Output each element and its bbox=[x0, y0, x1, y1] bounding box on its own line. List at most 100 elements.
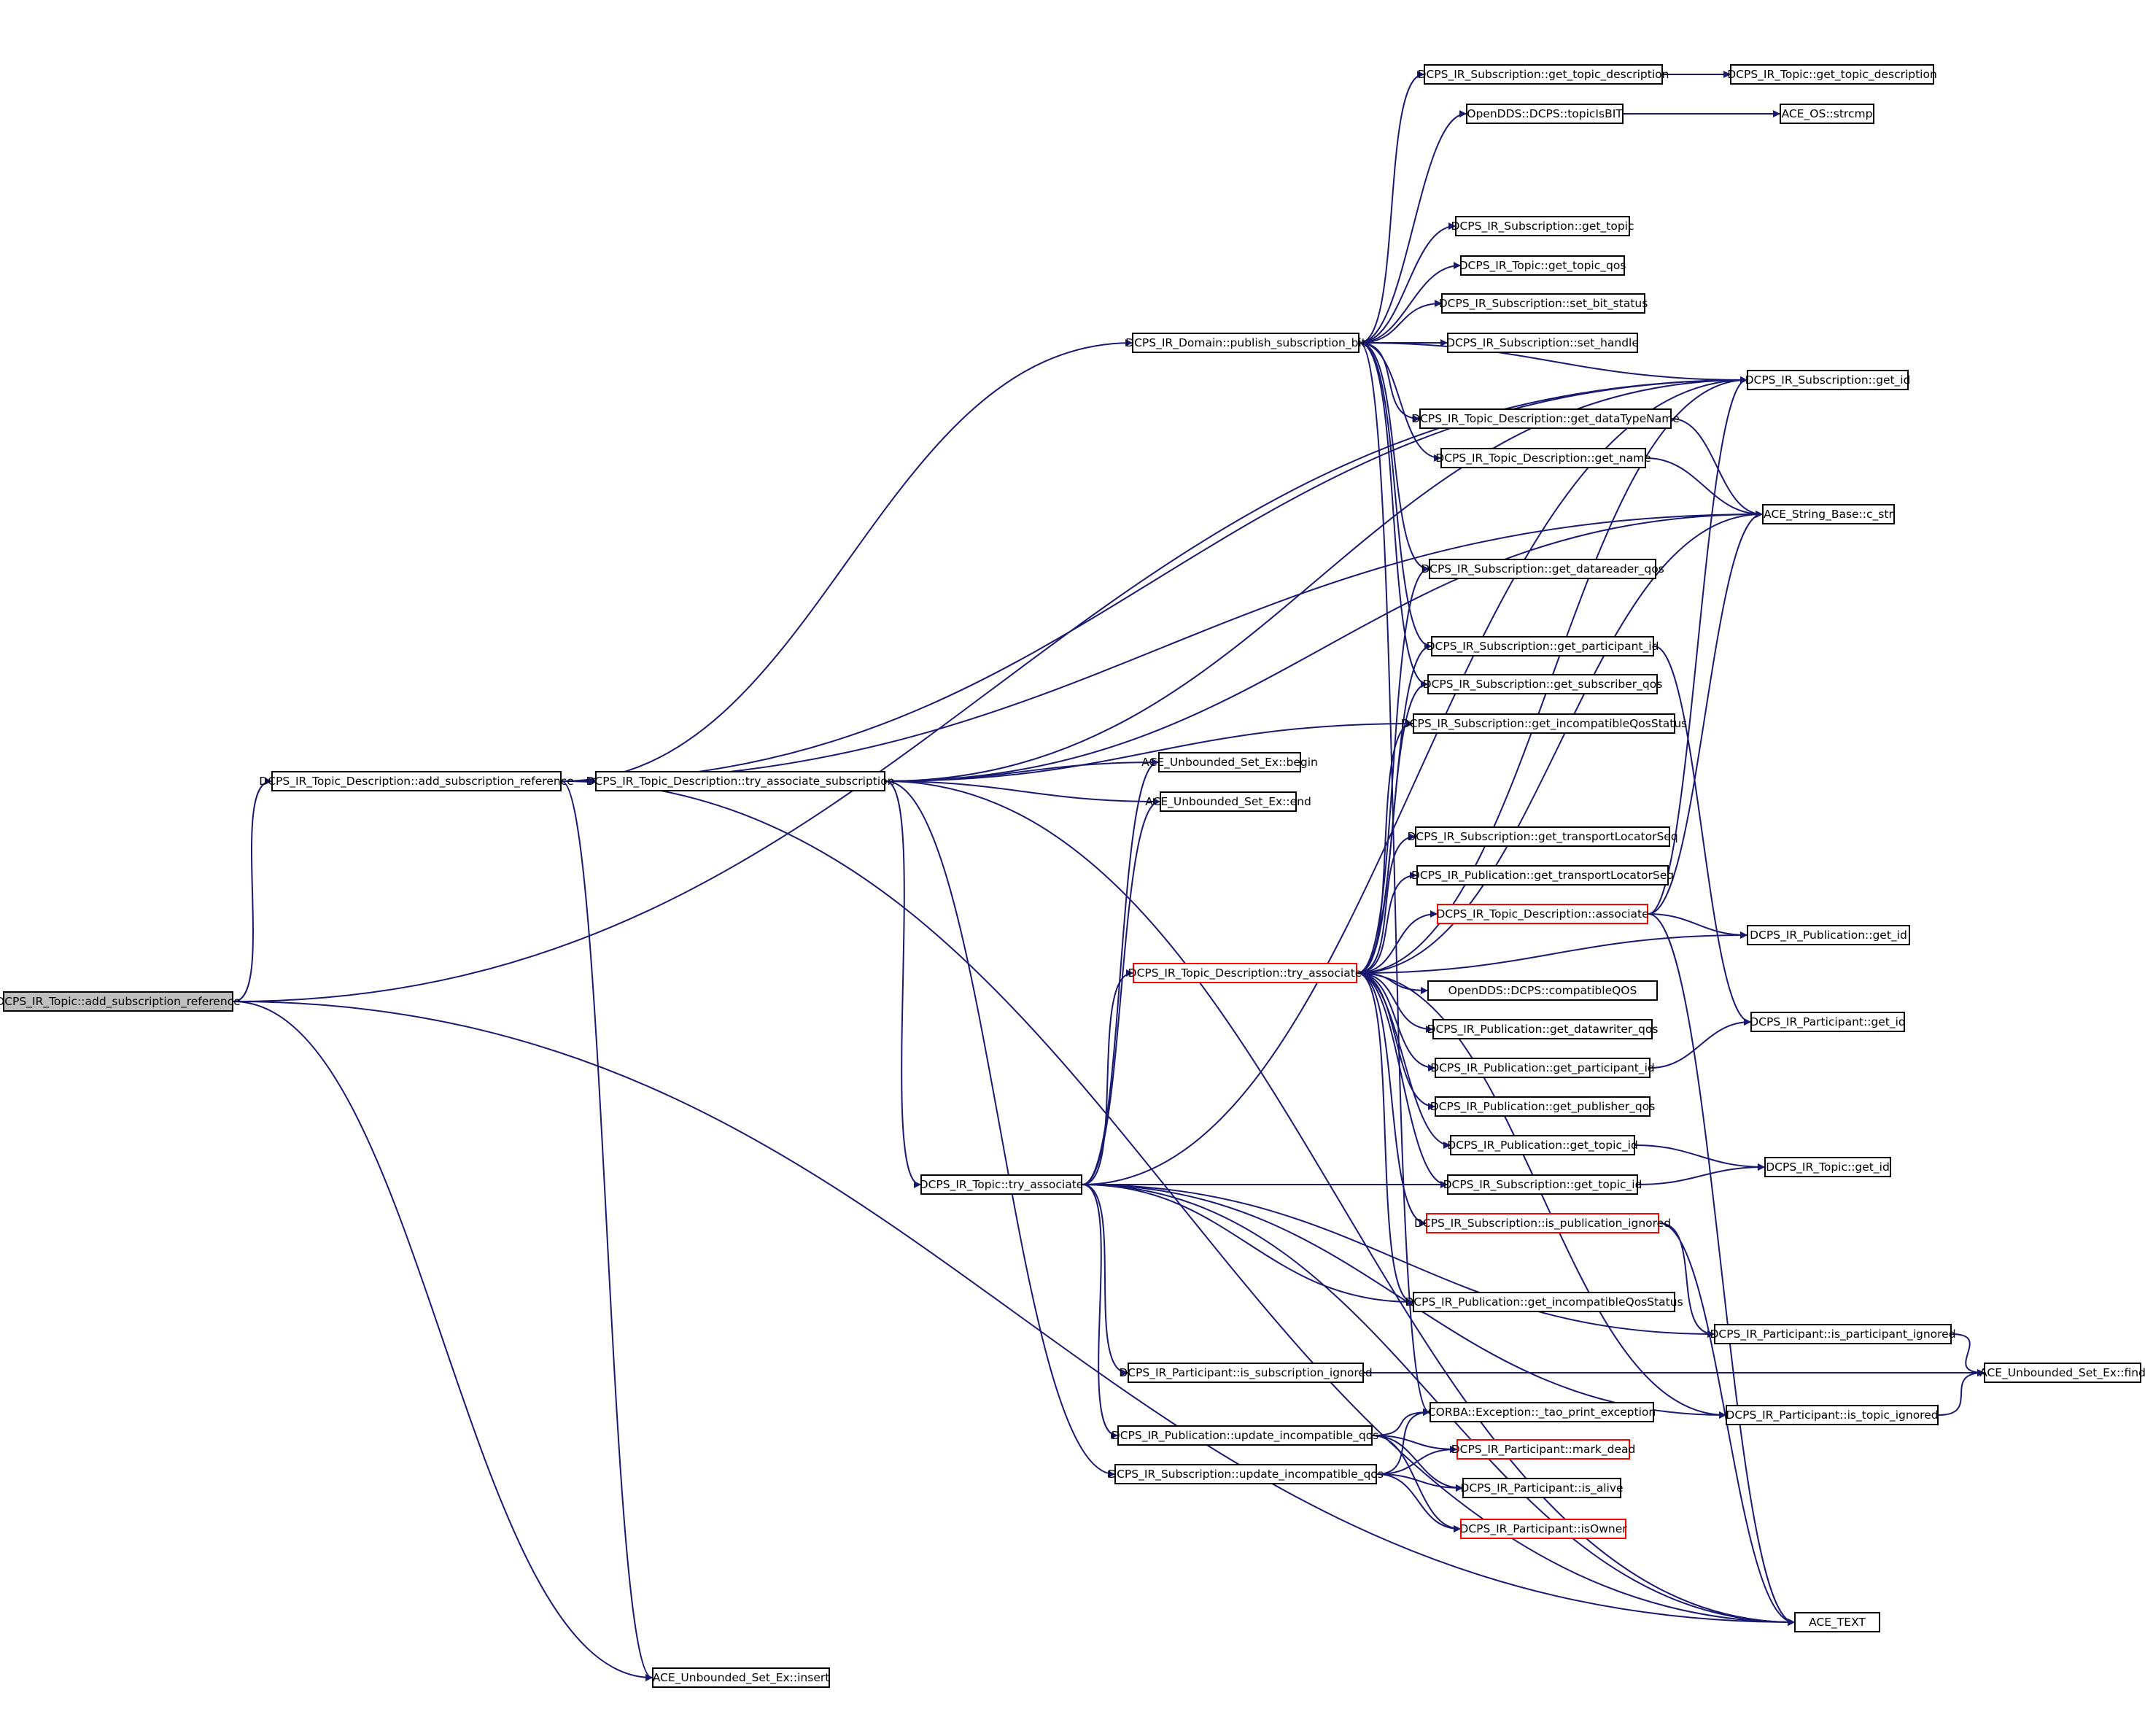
edge-n26-to-n24 bbox=[1357, 910, 1438, 974]
edge-n2-to-n12 bbox=[885, 376, 1748, 782]
node-publication-get-topic-id[interactable]: DCPS_IR_Publication::get_topic_id bbox=[1447, 1135, 1638, 1155]
node-topic-try-associate[interactable]: DCPS_IR_Topic::try_associate bbox=[920, 1174, 1083, 1195]
edge-n24-to-n25 bbox=[1648, 913, 1748, 939]
edge-n3-to-n4 bbox=[1359, 71, 1424, 344]
node-corba-tao-print-exception[interactable]: CORBA::Exception::_tao_print_exception bbox=[1428, 1402, 1656, 1422]
node-ace-string-base-c-str[interactable]: ACE_String_Base::c_str bbox=[1762, 504, 1895, 524]
edge-n3-to-n13 bbox=[1359, 342, 1420, 422]
edge-n3-to-n8 bbox=[1359, 222, 1456, 344]
node-subscription-get-participant-id[interactable]: DCPS_IR_Subscription::get_participant_id bbox=[1427, 636, 1659, 656]
node-subscription-get-datareader-qos[interactable]: DCPS_IR_Subscription::get_datareader_qos bbox=[1421, 559, 1664, 579]
node-publication-get-publisher-qos[interactable]: DCPS_IR_Publication::get_publisher_qos bbox=[1430, 1096, 1655, 1117]
edge-n34-to-n43 bbox=[1082, 1184, 1118, 1439]
edge-n3-to-n41 bbox=[1359, 342, 1430, 1416]
edge-root-to-n48 bbox=[233, 1001, 1795, 1626]
node-subscription-set-handle[interactable]: DCPS_IR_Subscription::set_handle bbox=[1446, 333, 1639, 353]
edge-n2-to-n34 bbox=[885, 780, 921, 1188]
edge-n26-to-n32 bbox=[1357, 972, 1451, 1149]
node-ace-os-strcmp[interactable]: ACE_OS::strcmp bbox=[1780, 104, 1874, 124]
edge-n1-to-n12 bbox=[561, 376, 1748, 782]
node-participant-is-topic-ignored[interactable]: DCPS_IR_Participant::is_topic_ignored bbox=[1726, 1405, 1939, 1425]
edge-n42-to-n39 bbox=[1938, 1369, 1985, 1416]
edge-n34-to-n42 bbox=[1082, 1184, 1726, 1419]
node-publication-get-incompatible-qos-status[interactable]: DCPS_IR_Publication::get_incompatibleQos… bbox=[1405, 1292, 1683, 1312]
node-participant-is-participant-ignored[interactable]: DCPS_IR_Participant::is_participant_igno… bbox=[1710, 1324, 1956, 1344]
edge-n3-to-n9 bbox=[1359, 262, 1461, 344]
edge-n2-to-n45 bbox=[885, 780, 1115, 1478]
node-subscription-get-id[interactable]: DCPS_IR_Subscription::get_id bbox=[1745, 370, 1910, 390]
node-topic-description-try-associate[interactable]: DCPS_IR_Topic_Description::try_associate bbox=[1128, 963, 1362, 983]
edge-n24-to-n48 bbox=[1648, 913, 1795, 1626]
edge-n26-to-n36 bbox=[1357, 972, 1427, 1227]
edge-n2-to-n21 bbox=[885, 780, 1160, 805]
edge-n3-to-n17 bbox=[1359, 342, 1432, 650]
edge-n34-to-n21 bbox=[1082, 798, 1160, 1185]
node-participant-get-id[interactable]: DCPS_IR_Participant::get_id bbox=[1750, 1012, 1906, 1032]
node-unbounded-set-begin[interactable]: ACE_Unbounded_Set_Ex::begin bbox=[1141, 752, 1318, 772]
node-topic-description-try-associate-subscription[interactable]: DCPS_IR_Topic_Description::try_associate… bbox=[586, 771, 895, 791]
node-topic-description-get-name[interactable]: DCPS_IR_Topic_Description::get_name bbox=[1435, 448, 1651, 468]
edge-n34-to-n37 bbox=[1082, 1184, 1413, 1306]
node-ace-text[interactable]: ACE_TEXT bbox=[1794, 1612, 1880, 1632]
node-topic-get-topic-description[interactable]: DCPS_IR_Topic::get_topic_description bbox=[1727, 64, 1937, 85]
node-publication-get-transport-locator-seq[interactable]: DCPS_IR_Publication::get_transportLocato… bbox=[1411, 865, 1674, 886]
node-subscription-get-topic-description[interactable]: DCPS_IR_Subscription::get_topic_descript… bbox=[1418, 64, 1669, 85]
edge-n32-to-n33 bbox=[1634, 1144, 1765, 1171]
node-participant-is-subscription-ignored[interactable]: DCPS_IR_Participant::is_subscription_ign… bbox=[1119, 1363, 1373, 1383]
edge-n2-to-n15 bbox=[885, 511, 1763, 782]
edge-n2-to-n19 bbox=[885, 720, 1413, 782]
node-unbounded-set-find[interactable]: ACE_Unbounded_Set_Ex::find bbox=[1979, 1363, 2145, 1383]
node-topic-description-get-datatypename[interactable]: DCPS_IR_Topic_Description::get_dataTypeN… bbox=[1411, 408, 1680, 429]
node-topic-description-add-subscription-reference[interactable]: DCPS_IR_Topic_Description::add_subscript… bbox=[259, 771, 574, 791]
node-topic-get-topic-qos[interactable]: DCPS_IR_Topic::get_topic_qos bbox=[1459, 255, 1626, 276]
node-unbounded-set-end[interactable]: ACE_Unbounded_Set_Ex::end bbox=[1145, 791, 1311, 812]
edge-n36-to-n38 bbox=[1659, 1222, 1715, 1338]
node-dcps-ir-topic-add-subscription-reference[interactable]: DCPS_IR_Topic::add_subscription_referenc… bbox=[0, 991, 241, 1012]
edge-n1-to-n49 bbox=[561, 780, 653, 1681]
node-subscription-get-transport-locator-seq[interactable]: DCPS_IR_Subscription::get_transportLocat… bbox=[1407, 826, 1678, 847]
node-unbounded-set-insert[interactable]: ACE_Unbounded_Set_Ex::insert bbox=[652, 1667, 830, 1688]
edge-n26-to-n30 bbox=[1357, 972, 1435, 1072]
edge-n1-to-n48 bbox=[561, 780, 1795, 1626]
edge-n3-to-n18 bbox=[1359, 342, 1428, 688]
node-participant-mark-dead[interactable]: DCPS_IR_Participant::mark_dead bbox=[1451, 1439, 1635, 1460]
node-subscription-get-topic-id[interactable]: DCPS_IR_Subscription::get_topic_id bbox=[1443, 1174, 1642, 1195]
node-subscription-set-bit-status[interactable]: DCPS_IR_Subscription::set_bit_status bbox=[1439, 293, 1648, 314]
node-publication-update-incompatible-qos[interactable]: DCPS_IR_Publication::update_incompatible… bbox=[1112, 1425, 1378, 1446]
edge-n43-to-n44 bbox=[1372, 1435, 1457, 1453]
edge-n26-to-n37 bbox=[1357, 972, 1413, 1306]
edge-n43-to-n47 bbox=[1372, 1435, 1461, 1532]
edge-n26-to-n25 bbox=[1357, 931, 1748, 974]
node-compatible-qos[interactable]: OpenDDS::DCPS::compatibleQOS bbox=[1427, 980, 1658, 1001]
node-subscription-get-incompatible-qos-status[interactable]: DCPS_IR_Subscription::get_incompatibleQo… bbox=[1401, 713, 1687, 734]
edge-n34-to-n12 bbox=[1082, 376, 1748, 1185]
edge-n26-to-n31 bbox=[1357, 972, 1435, 1110]
edge-n34-to-n20 bbox=[1082, 759, 1159, 1185]
edge-n45-to-n46 bbox=[1376, 1473, 1463, 1492]
edge-n26-to-n15 bbox=[1357, 511, 1763, 974]
edge-n26-to-n35 bbox=[1357, 972, 1448, 1188]
node-subscription-is-publication-ignored[interactable]: DCPS_IR_Subscription::is_publication_ign… bbox=[1414, 1213, 1671, 1233]
node-topic-is-bit[interactable]: OpenDDS::DCPS::topicIsBIT bbox=[1466, 104, 1624, 124]
node-publication-get-datawriter-qos[interactable]: DCPS_IR_Publication::get_datawriter_qos bbox=[1427, 1019, 1658, 1039]
edge-n43-to-n41 bbox=[1372, 1408, 1430, 1436]
node-subscription-update-incompatible-qos[interactable]: DCPS_IR_Subscription::update_incompatibl… bbox=[1108, 1464, 1384, 1484]
node-domain-publish-subscription-bit[interactable]: DCPS_IR_Domain::publish_subscription_bit bbox=[1125, 333, 1366, 353]
edge-n14-to-n15 bbox=[1645, 457, 1763, 518]
node-participant-is-owner[interactable]: DCPS_IR_Participant::isOwner bbox=[1459, 1519, 1627, 1539]
edge-n1-to-n3 bbox=[561, 339, 1133, 782]
node-topic-get-id[interactable]: DCPS_IR_Topic::get_id bbox=[1764, 1157, 1891, 1177]
edge-n3-to-n16 bbox=[1359, 342, 1430, 573]
node-publication-get-id[interactable]: DCPS_IR_Publication::get_id bbox=[1747, 925, 1910, 945]
edge-n3-to-n12 bbox=[1359, 342, 1748, 384]
node-topic-description-associate[interactable]: DCPS_IR_Topic_Description::associate bbox=[1436, 904, 1649, 924]
node-subscription-get-topic[interactable]: DCPS_IR_Subscription::get_topic bbox=[1451, 216, 1634, 236]
node-subscription-get-subscriber-qos[interactable]: DCPS_IR_Subscription::get_subscriber_qos bbox=[1423, 674, 1662, 694]
edge-n26-to-n16 bbox=[1357, 565, 1430, 974]
edge-n17-to-n29 bbox=[1653, 646, 1751, 1026]
edge-n3-to-n14 bbox=[1359, 342, 1441, 462]
node-participant-is-alive[interactable]: DCPS_IR_Participant::is_alive bbox=[1460, 1478, 1624, 1498]
edge-n26-to-n22 bbox=[1357, 833, 1416, 974]
node-publication-get-participant-id[interactable]: DCPS_IR_Publication::get_participant_id bbox=[1430, 1058, 1655, 1078]
